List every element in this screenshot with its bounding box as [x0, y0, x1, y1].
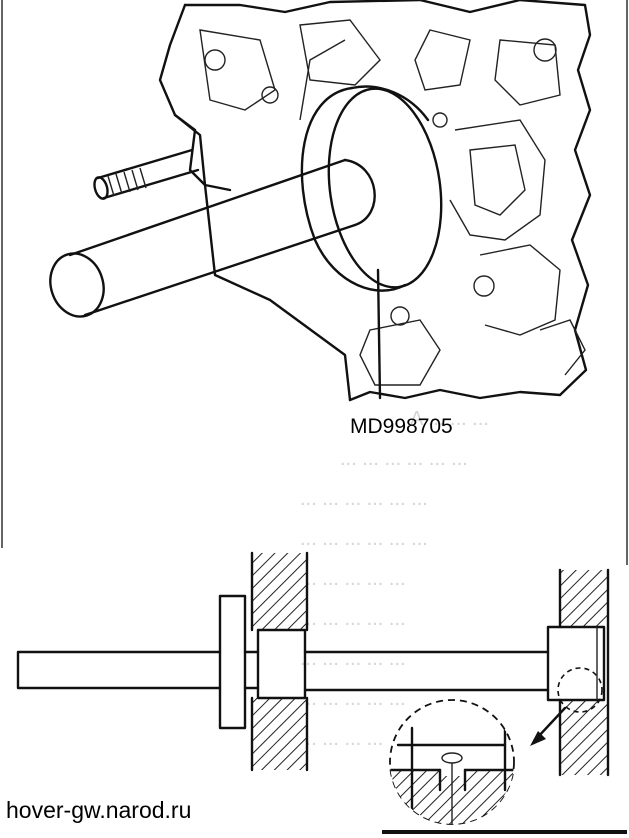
tool-flange-disc [300, 85, 443, 292]
part-number-label: MD998705 [350, 415, 453, 438]
part-leader: MD998705 [350, 268, 453, 438]
svg-text:... ... ... ... ...: ... ... ... ... ... [300, 648, 406, 670]
upper-illustration: A ... ... ... ... ... ... ... ... ... ..… [1, 0, 628, 750]
bottom-rule [382, 830, 627, 834]
right-bushing [546, 625, 606, 702]
svg-text:... ... ... ... ... ...: ... ... ... ... ... ... [300, 488, 428, 510]
svg-text:A ... ... ...: A ... ... ... [410, 408, 489, 430]
tool-rod [16, 650, 550, 692]
lower-cross-section [16, 551, 610, 825]
site-watermark: hover-gw.narod.ru [6, 797, 192, 823]
svg-text:... ... ... ... ... ...: ... ... ... ... ... ... [300, 528, 428, 550]
engine-block [158, 0, 592, 402]
show-through-text: A ... ... ... ... ... ... ... ... ... ..… [300, 408, 489, 750]
right-wall-lower [560, 700, 608, 775]
left-bushing [256, 628, 307, 700]
tool-shaft [49, 158, 376, 318]
svg-text:... ... ... ... ...: ... ... ... ... ... [300, 608, 406, 630]
svg-text:... ... ... ... ...: ... ... ... ... ... [300, 568, 406, 590]
detail-reference-circle [557, 667, 603, 713]
flange-plate [218, 594, 247, 730]
detail-arrow [530, 706, 567, 746]
right-wall-upper [560, 570, 608, 627]
stud-bolt [93, 148, 200, 200]
detail-magnified-view [389, 699, 515, 825]
svg-text:... ... ... ... ... ...: ... ... ... ... ... ... [340, 448, 468, 470]
left-wall-upper [252, 553, 307, 630]
svg-text:... ... ... ... ...: ... ... ... ... ... [300, 688, 406, 710]
svg-text:... ... ... ...: ... ... ... ... [300, 728, 383, 750]
left-wall-lower [252, 698, 307, 770]
